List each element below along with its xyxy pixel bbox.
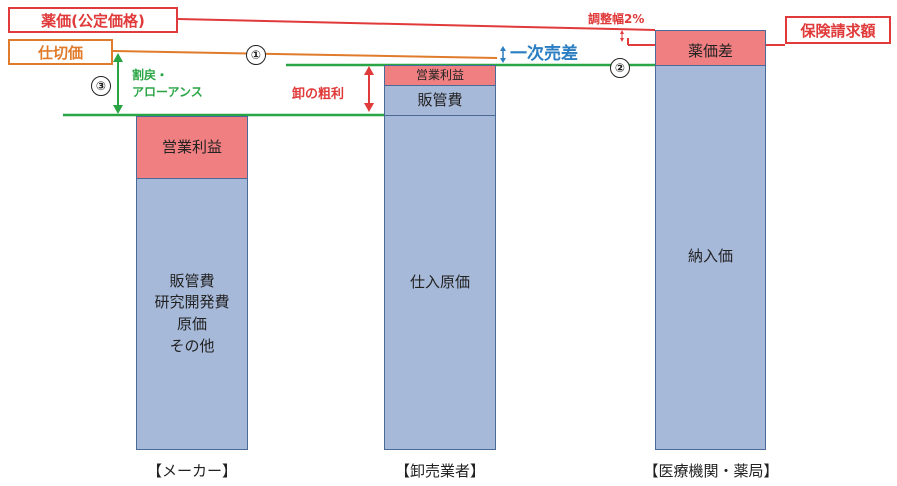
chosei-arrow-head-down: [620, 38, 624, 42]
shikiri-label: 仕切価: [8, 39, 113, 65]
ichiji-label: 一次売差: [510, 44, 578, 64]
wholesaler-sga-segment: 販管費: [384, 85, 496, 116]
chosei-label: 調整幅2%: [588, 12, 645, 26]
oroshi-arari-label: 卸の粗利: [292, 87, 345, 102]
pharmacy-margin-segment: 薬価差: [655, 30, 766, 66]
wholesaler-profit-segment: 営業利益: [384, 65, 496, 86]
yakka-line: [177, 18, 656, 31]
circle-number-1: ①: [246, 45, 266, 65]
wholesaler-purchase-segment: 仕入原価: [384, 115, 496, 450]
pharmacy-price-segment: 納入価: [655, 65, 766, 450]
warimodoshi-arrow-head-down: [113, 105, 123, 114]
hoken-label: 保険請求額: [785, 16, 891, 44]
maker-actor-label: 【メーカー】: [146, 462, 237, 480]
oroshi-arrow-head-down: [364, 103, 374, 112]
ichiji-arrow-head-down: [500, 58, 506, 63]
chosei-arrow-head-up: [620, 30, 624, 34]
warimodoshi-arrow-head-up: [113, 53, 123, 62]
circle-number-2: ②: [610, 58, 630, 78]
ichiji-arrow-head-up: [500, 46, 506, 51]
maker-profit-segment: 営業利益: [136, 116, 248, 179]
circle-number-3: ③: [91, 76, 111, 96]
warimodoshi-label: 割戻・ アローアンス: [132, 68, 203, 99]
yakka-label: 薬価(公定価格): [8, 7, 178, 33]
shikiri-line: [112, 50, 498, 59]
wholesaler-actor-label: 【卸売業者】: [394, 462, 485, 480]
maker-cost-segment: 販管費 研究開発費 原価 その他: [136, 178, 248, 450]
oroshi-arrow-head-up: [364, 66, 374, 75]
pharmacy-actor-label: 【医療機関・薬局】: [643, 462, 779, 480]
